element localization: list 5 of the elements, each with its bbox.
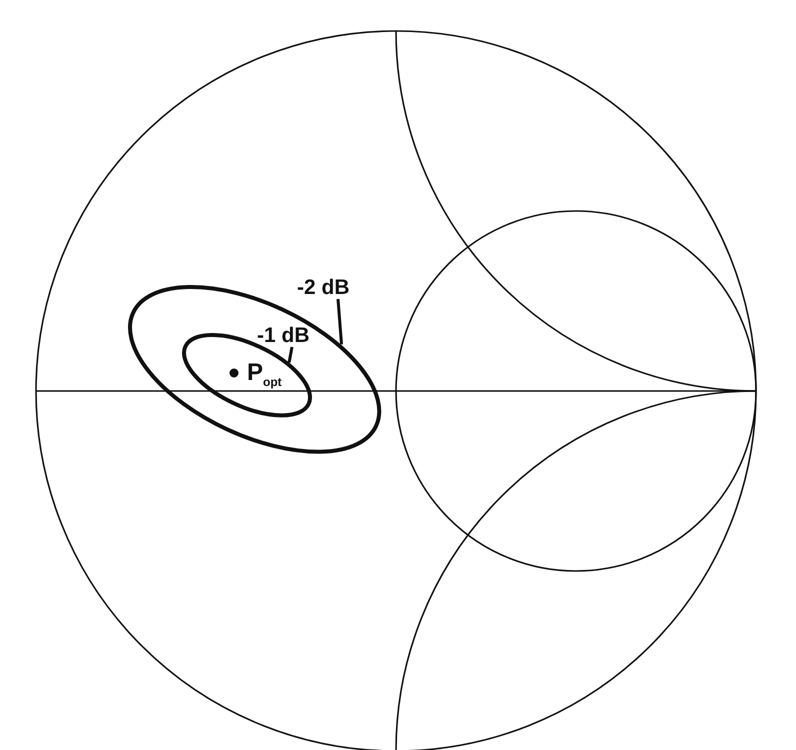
contour-label: -1 dB xyxy=(256,324,310,346)
point-label: P$_{opt}$ xyxy=(247,361,282,388)
contour-label: -2 dB xyxy=(297,277,350,298)
leader-line xyxy=(336,298,344,344)
leader-line xyxy=(288,346,294,363)
